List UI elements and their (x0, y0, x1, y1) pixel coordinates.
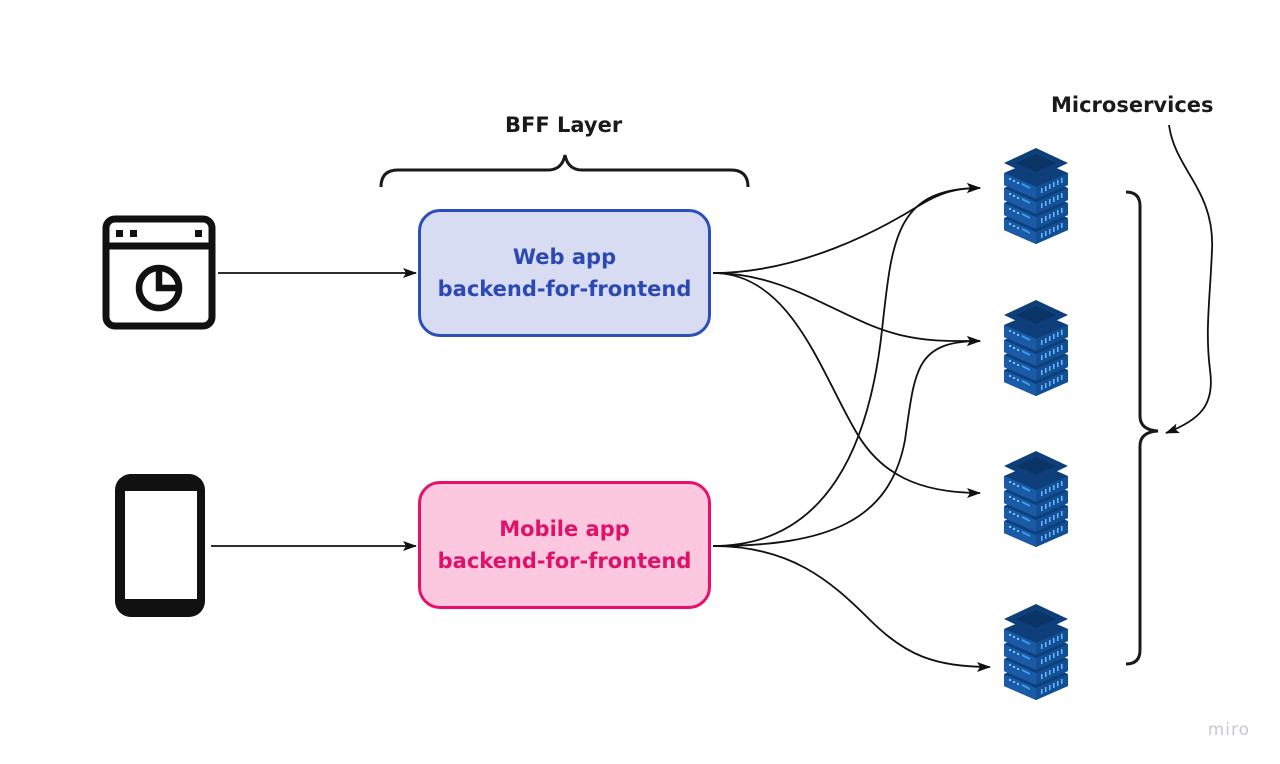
web-app-bff-node[interactable]: Web app backend-for-frontend (418, 209, 711, 337)
microservices-brace (1125, 190, 1159, 666)
server-stack-icon[interactable] (1004, 148, 1068, 244)
web-bff-title: Web app (512, 245, 617, 269)
microservices-pointer-arrow (1165, 124, 1213, 434)
microservices-label: Microservices (1051, 93, 1214, 117)
edge-web-bff-to-service-3 (712, 272, 981, 498)
mobile-phone-icon (115, 474, 205, 617)
edge-mobile-bff-to-service-4 (712, 545, 991, 672)
edge-web-bff-to-service-1 (712, 183, 981, 274)
browser-chart-icon (102, 215, 216, 330)
edge-web-bff-to-service-2 (712, 272, 981, 347)
edge-mobile-bff-to-service-1 (712, 183, 981, 547)
bff-layer-brace (379, 154, 750, 188)
mobile-bff-title: Mobile app (499, 517, 630, 541)
mobile-app-bff-node[interactable]: Mobile app backend-for-frontend (418, 481, 711, 609)
bff-layer-label: BFF Layer (505, 113, 623, 137)
mobile-bff-subtitle: backend-for-frontend (437, 549, 692, 573)
web-bff-subtitle: backend-for-frontend (437, 277, 692, 301)
miro-watermark: miro (1207, 720, 1250, 740)
server-stack-icon[interactable] (1004, 604, 1068, 700)
server-stack-icon[interactable] (1004, 451, 1068, 547)
server-stack-icon[interactable] (1004, 300, 1068, 396)
edge-mobile-bff-to-service-2 (712, 336, 981, 547)
